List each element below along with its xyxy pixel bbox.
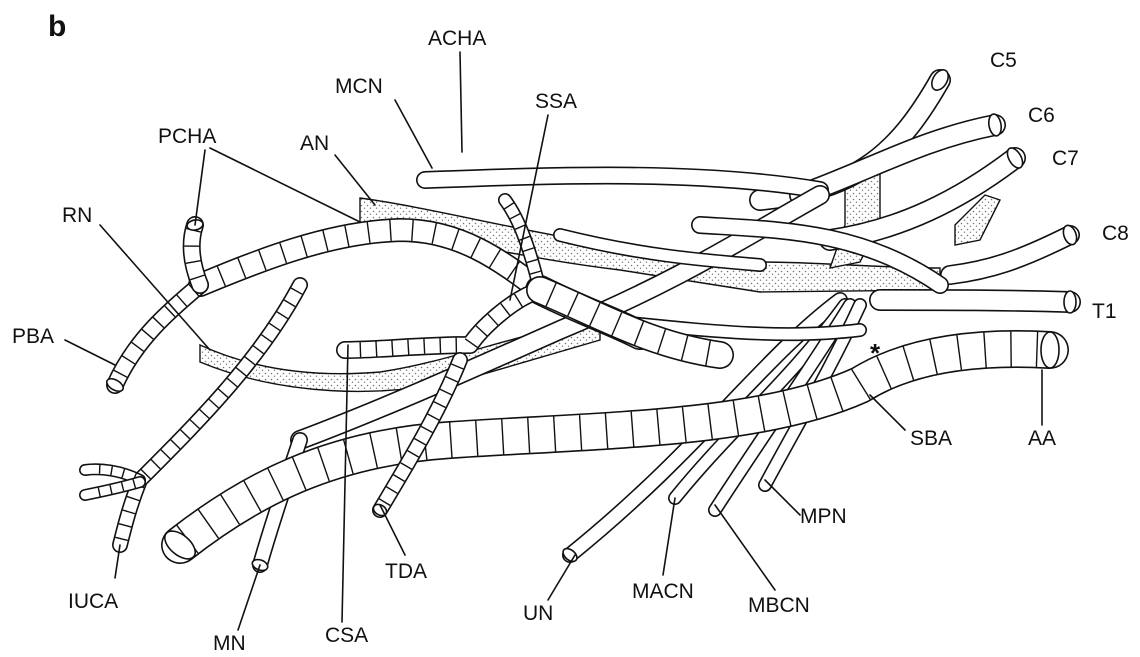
label-ssa: SSA	[535, 90, 577, 113]
label-c8: C8	[1102, 222, 1129, 245]
aa-end	[1041, 332, 1059, 368]
label-mbcn: MBCN	[748, 594, 810, 617]
circumflex-scapular-artery-ring	[440, 338, 441, 353]
root-t1-fill	[880, 300, 1070, 302]
label-c7: C7	[1052, 147, 1079, 170]
circumflex-scapular-artery-ring	[424, 339, 425, 354]
label-mcn: MCN	[335, 75, 383, 98]
label-c5: C5	[990, 49, 1017, 72]
label-tda: TDA	[385, 560, 427, 583]
label-rn: RN	[62, 204, 92, 227]
circumflex-scapular-artery-ring	[376, 342, 377, 357]
label-mn: MN	[213, 632, 246, 655]
label-acha: ACHA	[428, 27, 486, 50]
nerve-trunks	[251, 67, 1079, 572]
label-t1: T1	[1092, 300, 1117, 323]
label-c6: C6	[1028, 104, 1055, 127]
musculocutaneous-nerve-fill	[425, 176, 820, 190]
label-mpn: MPN	[800, 505, 847, 528]
circumflex-scapular-artery-ring	[408, 340, 409, 355]
circumflex-scapular-artery-ring	[392, 341, 393, 356]
label-an: AN	[300, 132, 329, 155]
pcha-branch-fill	[192, 225, 200, 285]
label-un: UN	[523, 602, 553, 625]
label-iuca: IUCA	[68, 590, 118, 613]
label-pba: PBA	[12, 325, 54, 348]
t1-end	[1064, 291, 1076, 313]
label-sba: SBA	[910, 427, 952, 450]
label-aa: AA	[1028, 427, 1056, 450]
label-pcha: PCHA	[158, 125, 216, 148]
label-macn: MACN	[632, 580, 694, 603]
asterisk-marker: *	[870, 338, 881, 368]
label-csa: CSA	[325, 624, 368, 647]
panel-label: b	[48, 10, 66, 43]
